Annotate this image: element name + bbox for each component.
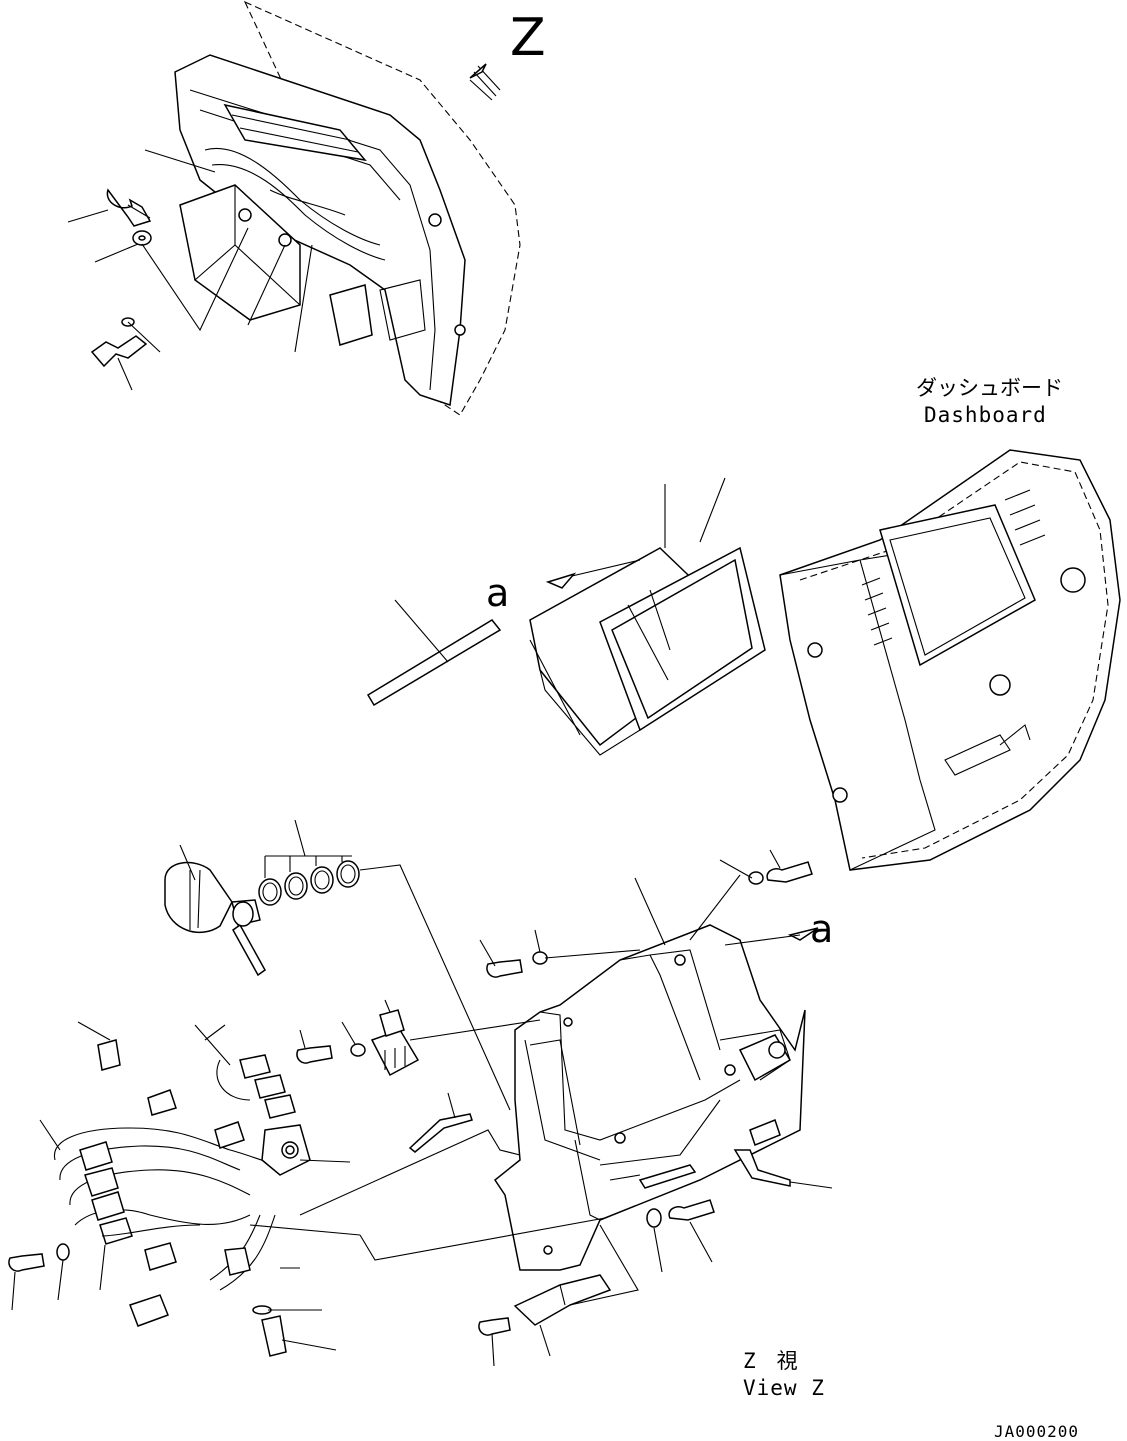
reference-a-left: a <box>486 571 510 615</box>
dashboard-housing <box>779 449 1121 871</box>
dashboard-label-jp: ダッシュボード <box>916 376 1063 400</box>
dashboard-label-en: Dashboard <box>924 403 1047 427</box>
monitor-group <box>366 477 766 756</box>
drawing-code: JA000200 <box>994 1422 1080 1441</box>
reference-a-right: a <box>810 907 834 951</box>
view-z-marker: Z <box>510 8 546 68</box>
rear-view-dashboard <box>67 0 521 416</box>
view-z-caption-en: View Z <box>743 1376 825 1400</box>
bracket-assembly <box>8 819 833 1367</box>
view-z-caption-jp: Z 視 <box>743 1349 798 1373</box>
